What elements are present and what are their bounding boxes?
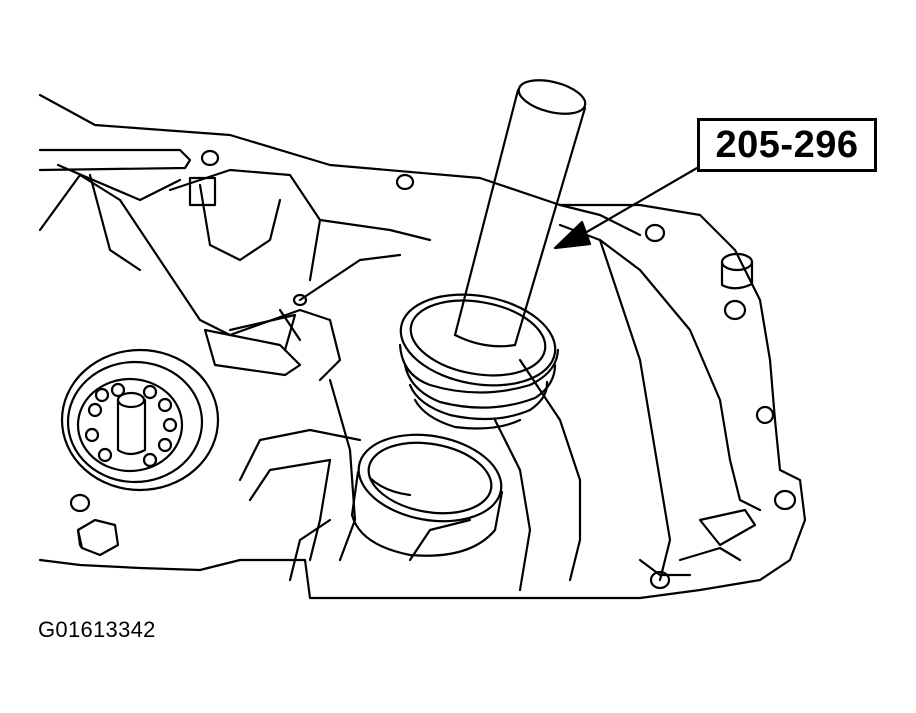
case-bolt-holes: [69, 149, 797, 590]
installer-tool-205-296: [398, 79, 587, 430]
transmission-case: [38, 93, 807, 600]
hex-bolt: [76, 518, 120, 557]
figure-id-label: G01613342: [38, 617, 156, 642]
seal-ring: [350, 433, 504, 557]
bearing-assembly: [60, 348, 220, 492]
tool-number-callout: 205-296: [697, 118, 877, 172]
callout-leader-arrow: [553, 166, 699, 250]
